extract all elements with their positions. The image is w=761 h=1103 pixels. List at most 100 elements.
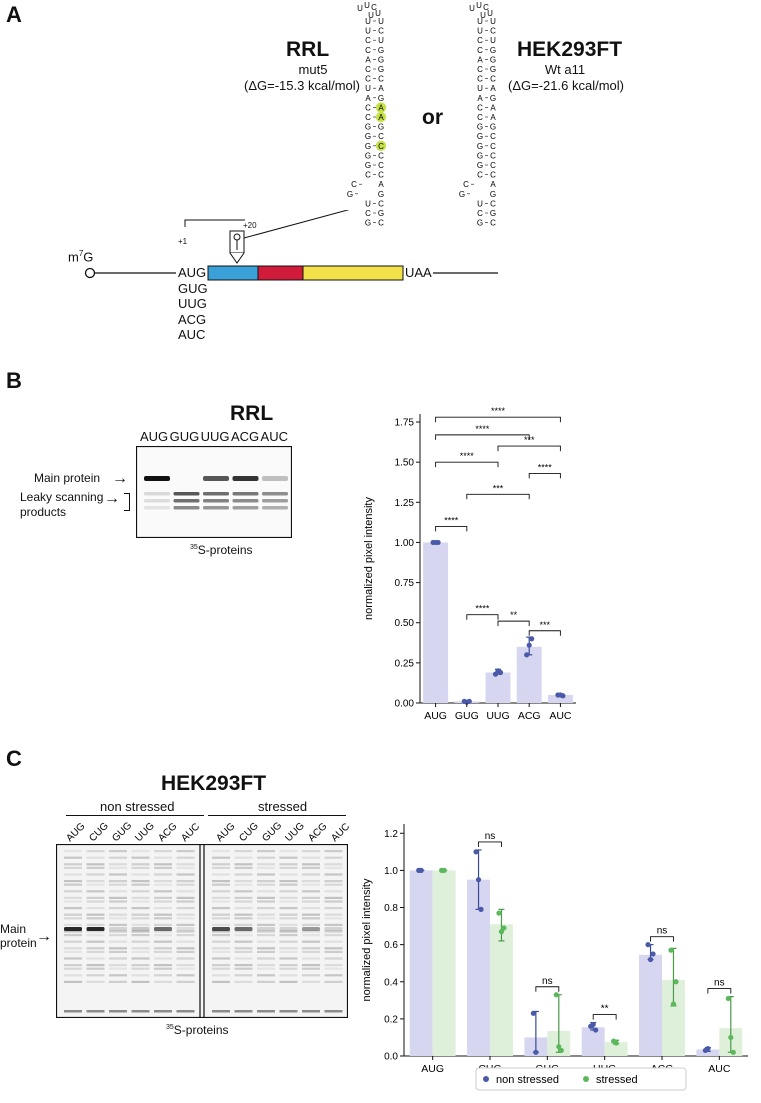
nucleotide: U xyxy=(477,27,483,36)
nucleotide: G xyxy=(365,219,371,228)
gel-band xyxy=(212,934,230,937)
gel-band xyxy=(302,856,320,859)
data-point xyxy=(593,1027,599,1033)
gel-band xyxy=(324,890,343,893)
nucleotide: G xyxy=(378,94,384,103)
gel-band xyxy=(176,866,195,869)
data-point xyxy=(498,929,505,935)
gel-band-main xyxy=(131,927,150,931)
gel-band xyxy=(279,907,298,910)
gel-band xyxy=(86,866,105,869)
gel-band xyxy=(176,883,195,886)
gel-band xyxy=(131,940,150,943)
gel-band xyxy=(64,917,82,920)
nucleotide: U xyxy=(378,36,384,45)
gel-band xyxy=(176,900,195,903)
nucleotide: G xyxy=(477,161,483,170)
gel-band xyxy=(109,980,127,983)
gel-band xyxy=(257,957,275,960)
nucleotide: C xyxy=(365,103,371,112)
gel-band xyxy=(86,964,105,967)
nucleotide: G xyxy=(347,190,353,199)
y-tick-label: 0.2 xyxy=(384,1014,398,1025)
nucleotide: U xyxy=(490,36,496,45)
gel-band xyxy=(176,940,195,943)
nucleotide: G xyxy=(378,190,384,199)
gel-band xyxy=(234,974,253,977)
gel-band xyxy=(302,934,320,937)
gel-band xyxy=(324,917,343,920)
nucleotide: G xyxy=(378,65,384,74)
gel-band xyxy=(154,930,172,933)
nucleotide: A xyxy=(490,84,496,93)
gel-band xyxy=(302,863,320,866)
gel-band xyxy=(86,957,105,960)
nucleotide: U xyxy=(365,199,371,208)
significance-label: ns xyxy=(714,978,725,989)
nucleotide: A xyxy=(365,55,371,64)
significance-label: *** xyxy=(493,483,504,493)
gel-band xyxy=(176,947,195,950)
nucleotide: C xyxy=(477,171,483,180)
gel-band xyxy=(234,883,253,886)
gel-band xyxy=(234,917,253,920)
gel-band xyxy=(176,873,195,876)
gel-band xyxy=(86,1010,105,1013)
gel-band xyxy=(302,866,320,869)
x-tick-label: AUC xyxy=(549,710,572,722)
gel-band xyxy=(257,856,275,859)
gel-band xyxy=(279,890,298,893)
bar xyxy=(409,870,433,1056)
nucleotide: G xyxy=(477,132,483,141)
gel-band xyxy=(173,506,200,510)
gel-band xyxy=(109,880,127,883)
gel-band xyxy=(212,974,230,977)
nucleotide: C xyxy=(365,113,371,122)
gel-band xyxy=(154,890,172,893)
gel-band xyxy=(131,866,150,869)
gel-band xyxy=(154,940,172,943)
data-point xyxy=(553,992,559,998)
gel-band xyxy=(212,883,230,886)
bar xyxy=(696,1049,720,1056)
gel-band xyxy=(131,880,150,883)
gel-band xyxy=(109,923,127,926)
lane-label: AUC xyxy=(329,821,352,844)
lane-label: CUG xyxy=(87,820,111,844)
gel-band xyxy=(324,900,343,903)
gel-band xyxy=(64,880,82,883)
gel-band xyxy=(257,907,275,910)
gel-band xyxy=(324,964,343,967)
gel-band xyxy=(154,896,172,899)
gel-band xyxy=(279,1010,298,1013)
gel-band xyxy=(64,850,82,853)
rrl-construct: mut5 xyxy=(298,62,328,77)
nucleotide: A xyxy=(477,94,483,103)
gel-band xyxy=(64,913,82,916)
gel-band xyxy=(176,950,195,953)
gel-band xyxy=(86,850,105,853)
legend-box xyxy=(475,1067,687,1091)
gel-band xyxy=(279,856,298,859)
gel-band xyxy=(302,940,320,943)
gel-band xyxy=(302,890,320,893)
x-tick-label: UUG xyxy=(486,710,509,722)
significance-label: *** xyxy=(524,435,535,445)
gel-band xyxy=(109,1010,127,1013)
gel-band xyxy=(212,896,230,899)
gel-band xyxy=(302,930,320,933)
gel-band xyxy=(109,883,127,886)
highlighted-nucleotide xyxy=(375,102,387,113)
nucleotide: A xyxy=(378,84,384,93)
gel-band xyxy=(279,957,298,960)
nucleotide: U xyxy=(480,11,486,20)
gel-band xyxy=(257,913,275,916)
gel-band xyxy=(64,883,82,886)
gel-band xyxy=(257,940,275,943)
gel-band xyxy=(324,940,343,943)
gel-band xyxy=(144,492,170,496)
gel-band xyxy=(257,880,275,883)
nucleotide: C xyxy=(365,75,371,84)
nucleotide: U xyxy=(365,27,371,36)
